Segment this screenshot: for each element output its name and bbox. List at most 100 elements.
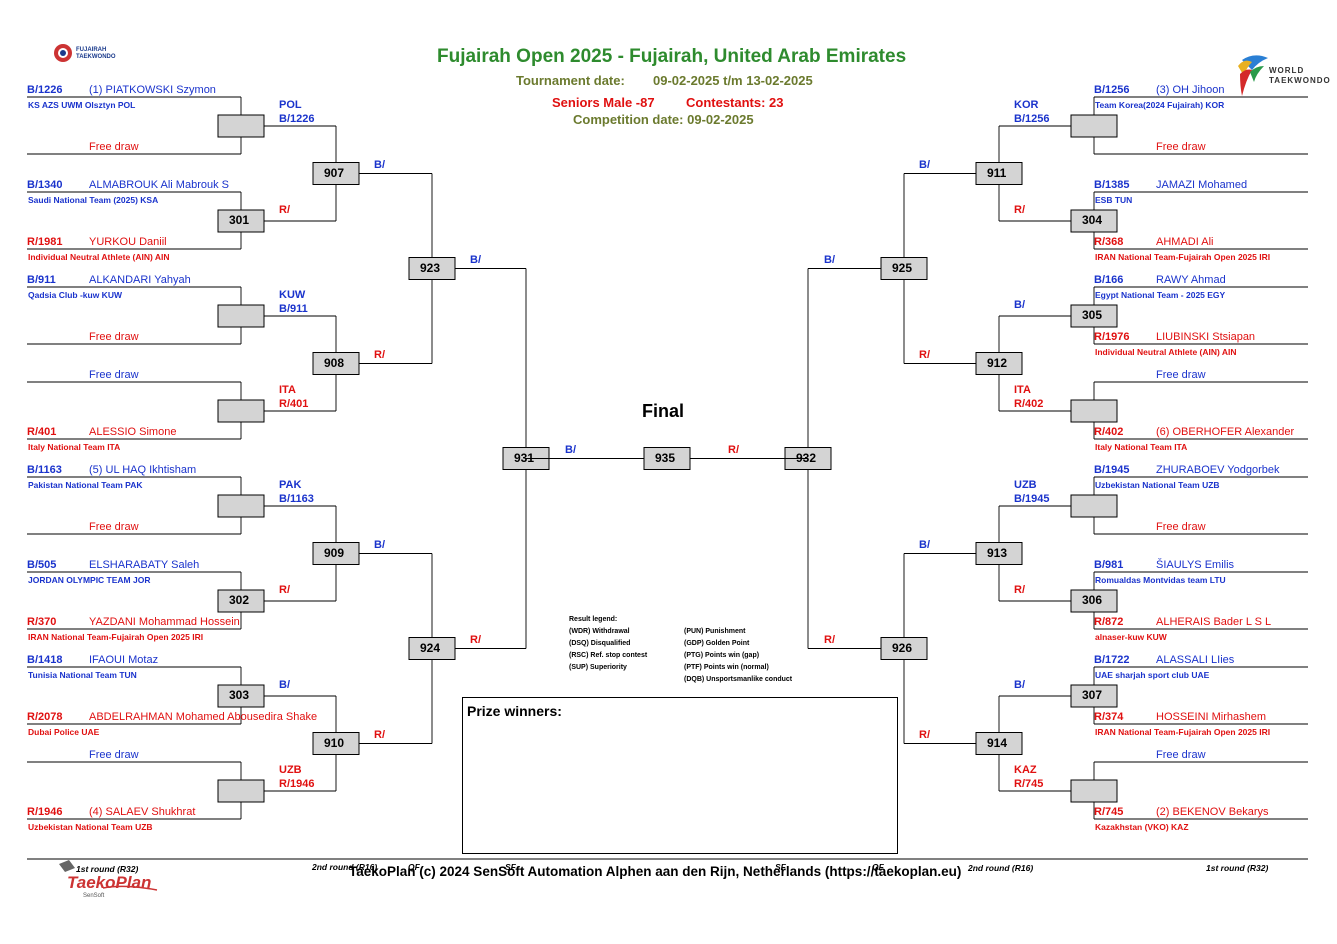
- legend-col1: (WDR) Withdrawal (DSQ) Disqualified (RSC) …: [569, 626, 647, 674]
- winner-side-label: R/: [919, 728, 930, 741]
- competitor-name: Free draw: [1156, 749, 1206, 761]
- result-label: R/: [1014, 204, 1025, 216]
- r16-match-number: 912: [987, 355, 1008, 370]
- result-label: R/: [279, 204, 290, 216]
- r1-match-number: 302: [229, 593, 250, 607]
- legend-item: (RSC) Ref. stop contest: [569, 652, 648, 659]
- r16-match-box: [975, 732, 1023, 755]
- result-label: R/: [279, 584, 290, 596]
- competitor-code: R/1976: [1094, 331, 1130, 343]
- final-red-label: R/: [728, 443, 739, 456]
- tournament-date: 09-02-2025 t/m 13-02-2025: [653, 73, 813, 88]
- competitor-name: Free draw: [89, 749, 139, 761]
- r1-match-box: [1070, 684, 1118, 708]
- competitor-name: RAWY Ahmad: [1156, 274, 1226, 286]
- r1-match-box: [217, 114, 265, 138]
- winner-side-label: R/: [824, 633, 835, 646]
- competitor-name: Free draw: [89, 369, 139, 381]
- advancing-label: KUW B/911: [279, 289, 308, 315]
- competitor-name: (4) SALAEV Shukhrat: [89, 806, 196, 818]
- competitor-name: ALASSALI LIies: [1156, 654, 1235, 666]
- round-label-left-sf: SF: [505, 862, 516, 872]
- winner-side-label: R/: [470, 633, 481, 646]
- competitor-name: (2) BEKENOV Bekarys: [1156, 806, 1269, 818]
- competitor-code: B/1722: [1094, 654, 1130, 666]
- competitor-code: B/1418: [27, 654, 63, 666]
- r1-match-box: [217, 779, 265, 803]
- competitor-name: LIUBINSKI Stsiapan: [1156, 331, 1256, 343]
- round-label-right-r32: 1st round (R32): [1206, 863, 1269, 873]
- competitor-team: Tunisia National Team TUN: [28, 670, 137, 680]
- world-logo-line1: WORLD: [1269, 66, 1305, 75]
- competitor-code: R/872: [1094, 616, 1124, 628]
- final-match-box: [643, 447, 691, 470]
- advancing-label: KAZ R/745: [1014, 764, 1044, 790]
- qf-match-number: 923: [420, 260, 441, 275]
- r16-match-number: 910: [324, 735, 345, 750]
- winner-side-label: B/: [824, 253, 835, 266]
- legend-item: (SUP) Superiority: [569, 664, 627, 671]
- competitor-team: Dubai Police UAE: [28, 727, 100, 737]
- tournament-title: Fujairah Open 2025 - Fujairah, United Ar…: [437, 46, 907, 67]
- legend-item: (DSQ) Disqualified: [569, 640, 631, 647]
- competitor-code: B/911: [27, 274, 56, 286]
- competitor-team: alnaser-kuw KUW: [1095, 632, 1167, 642]
- competitor-team: IRAN National Team-Fujairah Open 2025 IR…: [1095, 727, 1271, 737]
- r1-match-box: [1070, 114, 1118, 138]
- competitor-name: Free draw: [1156, 521, 1206, 533]
- winner-side-label: B/: [374, 538, 385, 551]
- result-label: B/: [1014, 679, 1025, 691]
- final-blue-label: B/: [565, 443, 576, 456]
- competitor-code: B/1340: [27, 179, 63, 191]
- competitor-team: Romualdas Montvidas team LTU: [1095, 575, 1226, 585]
- competitor-team: Team Korea(2024 Fujairah) KOR: [1095, 100, 1225, 110]
- fujairah-taekwondo-logo: FUJAIRAH TAEKWONDO: [52, 42, 116, 68]
- competitor-code: R/402: [1094, 426, 1124, 438]
- competitor-code: B/166: [1094, 274, 1124, 286]
- r16-match-number: 907: [324, 165, 345, 180]
- qf-match-number: 924: [420, 640, 441, 655]
- result-label: R/: [1014, 584, 1025, 596]
- advancing-label: UZB R/1946: [279, 764, 315, 790]
- advancing-label: UZB B/1945: [1014, 479, 1050, 505]
- competitor-team: UAE sharjah sport club UAE: [1095, 670, 1210, 680]
- competitor-team: ESB TUN: [1095, 195, 1133, 205]
- r1-match-box: [217, 209, 265, 233]
- sf-match-number: 932: [796, 450, 817, 465]
- competitor-name: Free draw: [1156, 141, 1206, 153]
- legend-item: (GDP) Golden Point: [684, 640, 750, 647]
- qf-match-box: [408, 257, 456, 280]
- r16-match-number: 911: [987, 165, 1007, 180]
- winner-side-label: B/: [919, 538, 930, 551]
- fujairah-logo-text: FUJAIRAH TAEKWONDO: [76, 47, 116, 60]
- competitor-code: B/1163: [27, 464, 62, 476]
- advancing-label: ITA R/402: [1014, 384, 1044, 410]
- competition-date: Competition date: 09-02-2025: [573, 112, 754, 127]
- r1-match-box: [1070, 589, 1118, 613]
- r1-match-box: [1070, 209, 1118, 233]
- competitor-name: JAMAZI Mohamed: [1156, 179, 1248, 191]
- competitor-team: IRAN National Team-Fujairah Open 2025 IR…: [1095, 252, 1271, 262]
- competitor-name: (3) OH Jihoon: [1156, 84, 1225, 96]
- r1-match-box: [1070, 399, 1118, 423]
- r1-match-box: [217, 494, 265, 518]
- advancing-label: PAK B/1163: [279, 479, 314, 505]
- r1-match-box: [1070, 304, 1118, 328]
- legend-item: (DQB) Unsportsmanlike conduct: [684, 676, 793, 683]
- competitor-team: Qadsia Club -kuw KUW: [28, 290, 122, 300]
- competitor-team: Individual Neutral Athlete (AIN) AIN: [28, 252, 170, 262]
- legend-item: (WDR) Withdrawal: [569, 628, 630, 635]
- tournament-date-label: Tournament date:: [516, 73, 625, 88]
- competitor-code: R/368: [1094, 236, 1124, 248]
- competitor-code: R/374: [1094, 711, 1124, 723]
- winner-side-label: R/: [374, 728, 385, 741]
- advancing-label: ITA R/401: [279, 384, 309, 410]
- r16-match-box: [975, 542, 1023, 565]
- competitor-name: Free draw: [89, 521, 139, 533]
- advancing-label: POL B/1226: [279, 99, 315, 125]
- competitor-team: Saudi National Team (2025) KSA: [28, 195, 159, 205]
- competitor-code: B/1385: [1094, 179, 1130, 191]
- legend-col2: (PUN) Punishment(GDP) Golden Point(PTG) …: [684, 626, 792, 686]
- competitor-code: B/1945: [1094, 464, 1130, 476]
- competitor-code: R/2078: [27, 711, 63, 723]
